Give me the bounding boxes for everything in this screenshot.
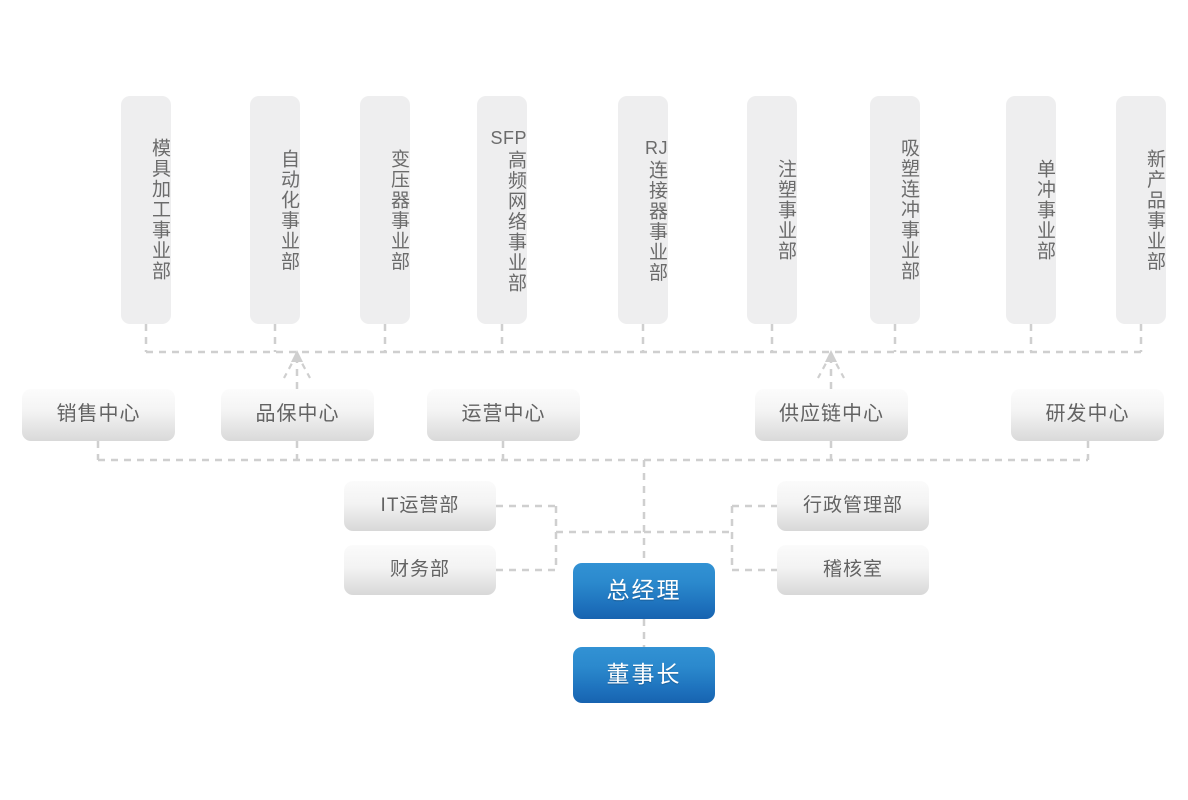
division-label-rj: 连接器事业部 — [646, 160, 667, 284]
division-box-rj[interactable]: RJ 连接器事业部 — [618, 96, 668, 324]
arrowhead-quality-left — [283, 353, 298, 379]
department-box-finance[interactable]: 财务部 — [344, 545, 496, 595]
arrowhead-supplychain-tip — [825, 350, 837, 362]
division-label-automation: 自动化事业部 — [278, 148, 299, 272]
division-box-blister[interactable]: 吸塑连冲事业部 — [870, 96, 920, 324]
department-label-it: IT运营部 — [380, 494, 460, 516]
center-label-supplychain: 供应链中心 — [779, 403, 884, 426]
executive-box-chairman[interactable]: 董事长 — [573, 647, 715, 703]
division-label-injection: 注塑事业部 — [775, 158, 796, 262]
division-label-newproduct: 新产品事业部 — [1144, 148, 1165, 272]
center-box-operations[interactable]: 运营中心 — [427, 389, 580, 441]
division-prefix-rj: RJ — [645, 137, 668, 158]
department-label-admin: 行政管理部 — [802, 494, 903, 516]
arrowhead-supplychain-right — [830, 353, 845, 379]
center-box-supplychain[interactable]: 供应链中心 — [755, 389, 908, 441]
division-label-sfp: 高频网络事业部 — [505, 149, 526, 294]
division-box-transformer[interactable]: 变压器事业部 — [360, 96, 410, 324]
division-label-mold: 模具加工事业部 — [149, 138, 170, 282]
department-box-admin[interactable]: 行政管理部 — [777, 481, 929, 531]
center-box-rnd[interactable]: 研发中心 — [1011, 389, 1164, 441]
division-box-stamping[interactable]: 单冲事业部 — [1006, 96, 1056, 324]
center-label-rnd: 研发中心 — [1045, 403, 1130, 426]
arrowhead-quality-right — [296, 353, 311, 379]
division-box-mold[interactable]: 模具加工事业部 — [121, 96, 171, 324]
executive-label-general-manager: 总经理 — [606, 577, 682, 604]
center-box-quality[interactable]: 品保中心 — [221, 389, 374, 441]
division-label-stamping: 单冲事业部 — [1034, 158, 1055, 262]
department-label-audit: 稽核室 — [822, 558, 883, 580]
center-label-operations: 运营中心 — [461, 403, 546, 426]
center-label-quality: 品保中心 — [255, 403, 340, 426]
department-label-finance: 财务部 — [389, 558, 450, 580]
executive-box-general-manager[interactable]: 总经理 — [573, 563, 715, 619]
division-label-blister: 吸塑连冲事业部 — [898, 138, 919, 282]
arrowhead-supplychain-left — [817, 353, 832, 379]
arrowhead-quality-tip — [291, 350, 303, 362]
division-label-transformer: 变压器事业部 — [388, 148, 409, 272]
center-label-sales: 销售中心 — [56, 403, 141, 426]
division-prefix-sfp: SFP — [490, 127, 527, 148]
division-box-injection[interactable]: 注塑事业部 — [747, 96, 797, 324]
department-box-it[interactable]: IT运营部 — [344, 481, 496, 531]
division-box-sfp[interactable]: SFP 高频网络事业部 — [477, 96, 527, 324]
center-box-sales[interactable]: 销售中心 — [22, 389, 175, 441]
department-box-audit[interactable]: 稽核室 — [777, 545, 929, 595]
division-box-newproduct[interactable]: 新产品事业部 — [1116, 96, 1166, 324]
division-box-automation[interactable]: 自动化事业部 — [250, 96, 300, 324]
executive-label-chairman: 董事长 — [606, 661, 682, 688]
